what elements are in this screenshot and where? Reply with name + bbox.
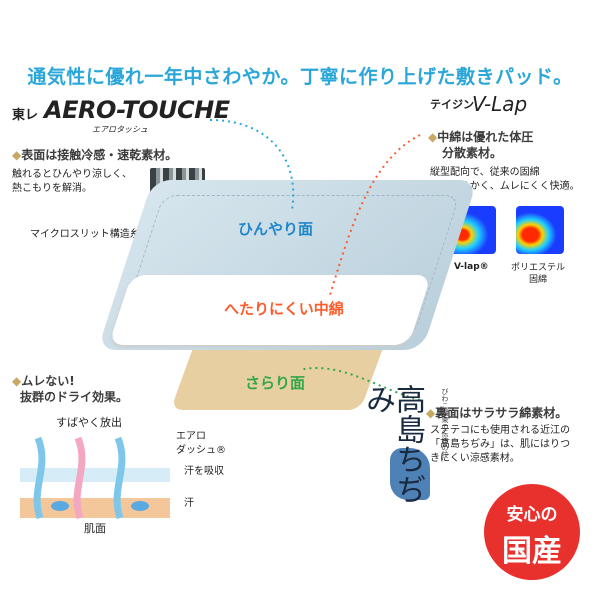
skin-label: 肌面 (84, 522, 106, 535)
leader-line-cool (209, 119, 295, 211)
made-in-japan-badge: 安心の 国産 (484, 484, 580, 580)
vapor-arrow-icon (73, 436, 86, 520)
toray-brand: 東レ (12, 108, 39, 123)
sweat-label: 汗 (184, 498, 194, 509)
diamond-icon: ◆ (12, 374, 22, 388)
fabric-layer (20, 468, 170, 482)
vapor-arrow-icon (33, 436, 46, 520)
vlap-logo: V-Lap (472, 92, 528, 116)
leader-line-back (299, 367, 421, 401)
back-description: ステテコにも使用される近江の 「高島ちぢみ」は、肌にはりつ きにくい涼感素材。 (430, 425, 571, 464)
vlap-feature-1: ◆中綿は優れた体圧 (428, 130, 534, 144)
aerodash-label: エアロ ダッシュ® (176, 431, 226, 456)
aero-touche-logo: AERO-TOUCHE (44, 96, 230, 124)
pad-label-back-side: さらり面 (245, 374, 306, 392)
dry-feature-1: ◆ムレない! (12, 374, 75, 388)
heatmap-label-vlap: V-lap® (454, 262, 489, 272)
pad-label-middle: へたりにくい中綿 (224, 300, 344, 318)
dry-feature-2: 抜群のドライ効果。 (20, 390, 129, 404)
lake-biwa-mark (390, 448, 430, 500)
back-feature: ◆裏面はサラサラ綿素材。 (426, 406, 568, 420)
dry-arrows-diagram (33, 436, 149, 520)
leader-line-middle (329, 134, 421, 296)
polyester-heatmap-image (516, 206, 564, 254)
takashima-chijimi-logo: 高島ちぢみ (360, 384, 425, 504)
diamond-icon: ◆ (426, 406, 436, 420)
quick-release-label: すばやく放出 (56, 416, 122, 429)
badge-line-1: 安心の (506, 505, 558, 525)
micro-slit-label: マイクロスリット構造糸 (30, 229, 140, 240)
vapor-arrow-icon (113, 436, 126, 520)
aero-description: 触れるとひんやり涼しく、 熱こもりを解消。 (12, 169, 132, 194)
vlap-description: 縦型配向で、従来の固綿 より柔らかく、ムレにくく快適。 (430, 167, 580, 192)
aero-feature: ◆表面は接触冷感・速乾素材。 (12, 148, 178, 162)
vlap-feature-2: 分散素材。 (442, 146, 503, 160)
diamond-icon: ◆ (428, 130, 438, 144)
teijin-brand: テイジン (430, 98, 474, 111)
heatmap-label-polyester: ポリエステル 固綿 (510, 263, 565, 285)
aero-touche-kana: エアロタッシュ (92, 125, 148, 134)
sweat-drop-icon (51, 501, 69, 511)
takashima-sub-text: びわこ湖東の伝統の技 (441, 388, 449, 458)
badge-line-2: 国産 (502, 534, 562, 569)
diamond-icon: ◆ (12, 148, 22, 162)
absorb-label: 汗を吸収 (184, 466, 224, 477)
headline: 通気性に優れ一年中さわやか。丁寧に作り上げた敷きパッド。 (27, 66, 573, 88)
sweat-drop-icon (131, 501, 149, 511)
pad-label-cool-side: ひんやり面 (238, 220, 314, 238)
